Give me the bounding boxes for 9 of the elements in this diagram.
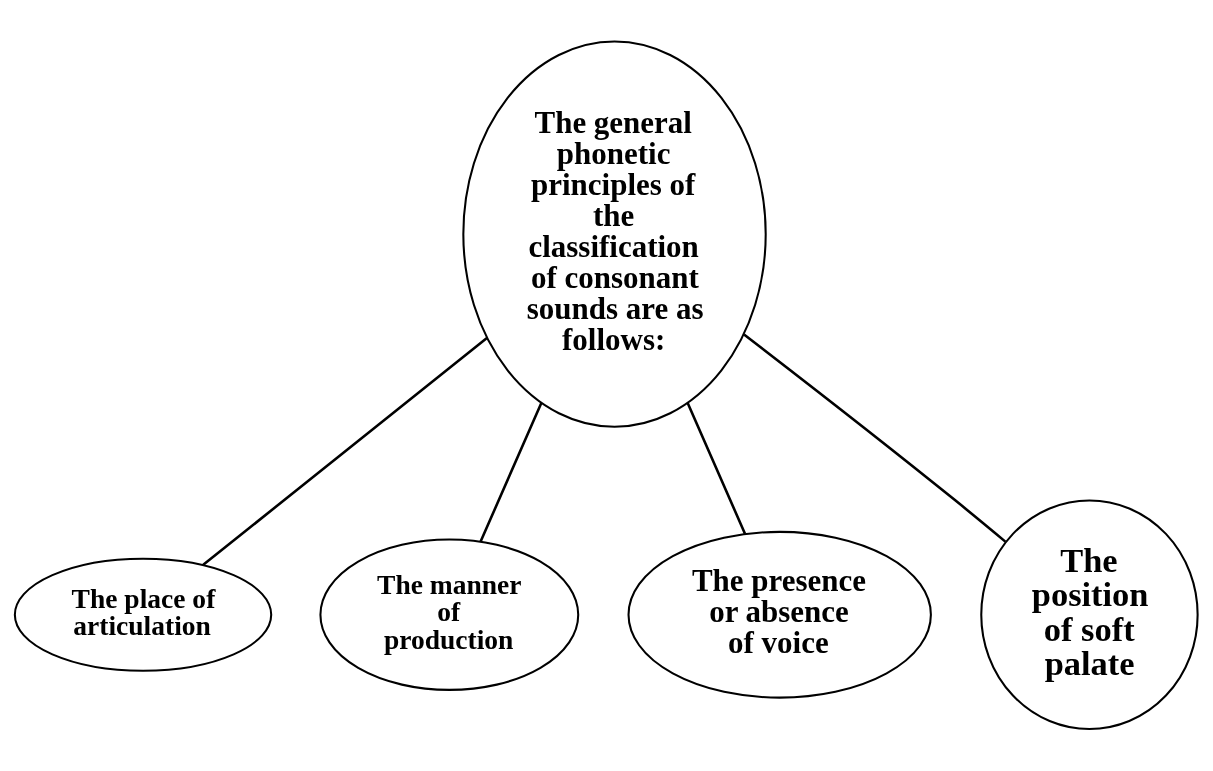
node-ellipse: The general phonetic principles of the classification of consonant sounds are as follows: [462,40,767,428]
node-ellipse: The manner of production [319,538,580,691]
node-ellipse: The presence or absence of voice [627,530,932,699]
node-circle: The position of soft palate [980,499,1199,731]
connector [686,402,747,535]
connector [202,336,488,566]
node-ellipse: The place of articulation [13,557,273,672]
connector [743,333,1007,543]
connector [479,402,543,543]
